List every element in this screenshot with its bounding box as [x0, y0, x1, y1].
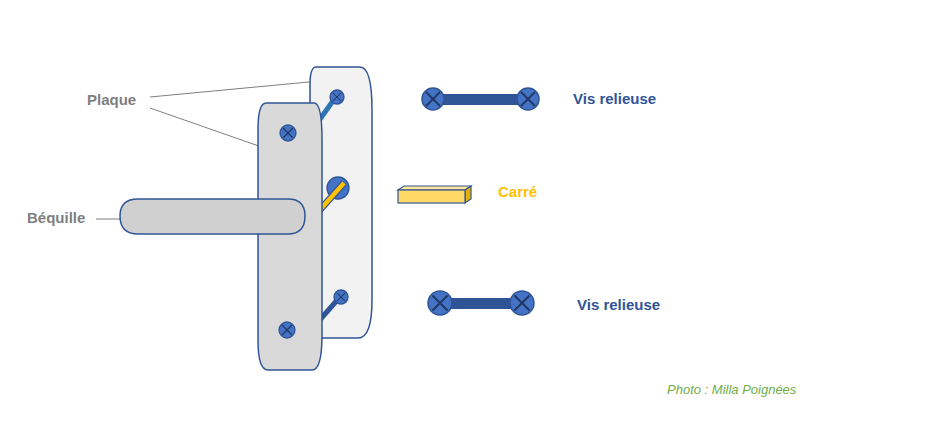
- leader-line: [150, 108, 276, 152]
- part-label: Carré: [498, 183, 537, 201]
- part-label: Vis relieuse: [577, 296, 660, 314]
- lever-handle: [120, 199, 305, 234]
- screw-head: [330, 90, 344, 104]
- photo-credit: Photo : Milla Poignées: [667, 382, 796, 398]
- screw-head: [428, 291, 452, 315]
- screw-head: [422, 88, 444, 110]
- screw-shaft: [447, 298, 515, 309]
- spindle-top: [398, 186, 471, 190]
- screw-head: [510, 291, 534, 315]
- screw-head: [279, 322, 295, 338]
- screw-shaft: [440, 94, 522, 105]
- part-label: Plaque: [87, 91, 136, 109]
- screw-head: [517, 88, 539, 110]
- front-plate: [258, 103, 322, 370]
- screw-head: [334, 290, 348, 304]
- part-label: Béquille: [27, 209, 85, 227]
- leader-line: [150, 80, 330, 97]
- part-label: Vis relieuse: [573, 90, 656, 108]
- spindle-side: [465, 186, 471, 203]
- screw-head: [280, 125, 296, 141]
- spindle-bar: [398, 190, 465, 203]
